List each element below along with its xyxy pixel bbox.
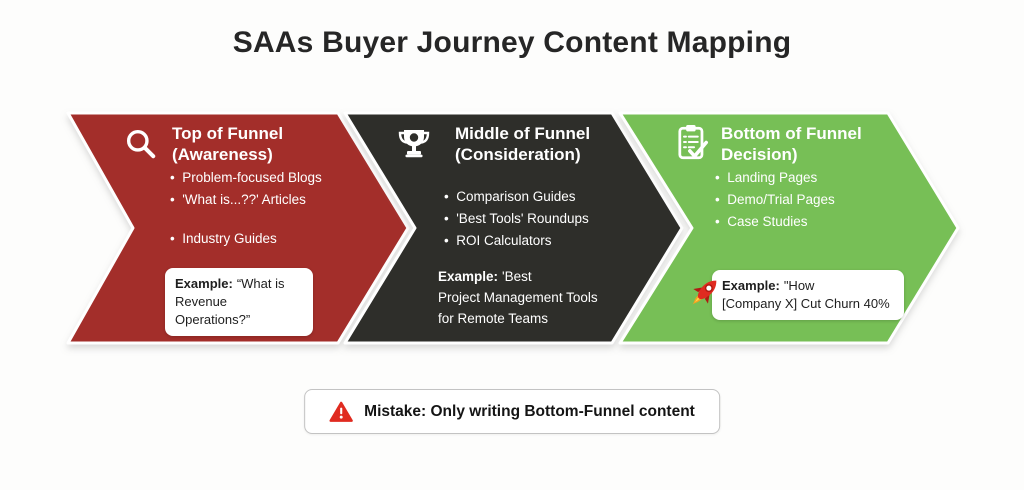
warning-icon [329,401,353,422]
tofu-bullet-list: Problem-focused Blogs 'What is...??' Art… [170,167,322,250]
bofu-title: Bottom of Funnel Decision) [721,124,862,164]
tofu-bullet: 'What is...??' Articles [170,189,322,211]
bofu-bullet: Demo/Trial Pages [715,189,835,211]
tofu-bullet: Industry Guides [170,228,322,250]
tofu-example-card: Example:“What is Revenue Operations?” [165,268,313,336]
bofu-example-text: "How [Company X] Cut Churn 40% [722,278,890,311]
bofu-bullet: Landing Pages [715,167,835,189]
tofu-example-text: “What is Revenue Operations?” [175,276,285,327]
mofu-example-text: 'Best Project Management Tools for Remot… [438,269,598,326]
example-label: Example: [722,278,780,293]
bofu-example-card: Example:"How [Company X] Cut Churn 40% [712,270,904,320]
mofu-bullet: Comparison Guides [444,186,589,208]
mofu-bullet: 'Best Tools' Roundups [444,208,589,230]
example-label: Example: [438,269,499,284]
mofu-bullet-list: Comparison Guides 'Best Tools' Roundups … [444,186,589,252]
trophy-icon [398,130,430,158]
mofu-example: Example:'Best Project Management Tools f… [438,266,628,329]
mofu-title: Middle of Funnel (Consideration) [455,124,591,164]
mistake-callout: Mistake: Only writing Bottom-Funnel cont… [304,389,720,434]
mistake-text: Mistake: Only writing Bottom-Funnel cont… [364,402,695,420]
search-icon [126,129,156,159]
clipboard-check-icon [678,125,708,160]
example-label: Example: [175,276,233,291]
bofu-bullet-list: Landing Pages Demo/Trial Pages Case Stud… [715,167,835,233]
tofu-bullet: Problem-focused Blogs [170,167,322,189]
bofu-bullet: Case Studies [715,211,835,233]
mofu-bullet: ROI Calculators [444,230,589,252]
rocket-icon [692,280,717,305]
page-title: SAAs Buyer Journey Content Mapping [232,26,792,59]
tofu-title: Top of Funnel (Awareness) [172,124,284,164]
